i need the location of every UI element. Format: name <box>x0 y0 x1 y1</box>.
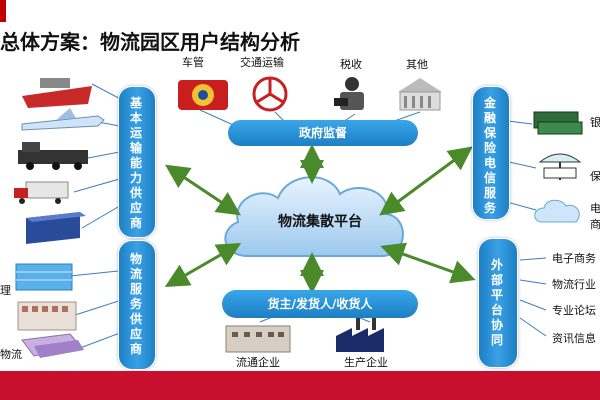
logistics-trucks-icon <box>21 333 84 358</box>
transport-supplier-pill <box>118 86 156 238</box>
logistics-supplier-label: 物流服务供应商 <box>129 252 142 356</box>
label-other: 其他 <box>406 58 428 71</box>
money-stack-icon <box>533 111 583 135</box>
external-platform-label: 外部平台协同 <box>490 258 503 347</box>
storage-building-icon <box>15 263 73 291</box>
logistics-supplier-pill <box>118 240 156 370</box>
warehouse-box-icon <box>26 212 86 244</box>
telecom-cloud-icon <box>534 199 580 223</box>
train-icon <box>18 142 88 170</box>
cargo-ship-icon <box>22 78 92 108</box>
right-partial-label-commerce: 商 <box>590 218 600 231</box>
transport-supplier-label: 基本运输能力供应商 <box>129 96 142 230</box>
right-list-item-ecommerce: 电子商务 <box>552 252 596 265</box>
arrow-right-top <box>379 146 473 216</box>
title-accent-bar <box>0 0 6 22</box>
tax-figure-icon <box>334 77 364 110</box>
car-admin-badge-icon <box>178 80 228 110</box>
right-list-item-info: 资讯信息 <box>552 332 596 345</box>
finance-service-label: 金融保险电信服务 <box>483 96 496 215</box>
label-distribution: 流通企业 <box>236 356 280 369</box>
right-list-item-forum: 专业论坛 <box>552 304 596 317</box>
airplane-icon <box>21 108 105 131</box>
page-title: 总体方案：物流园区用户结构分析 <box>0 30 300 54</box>
gov-supervision-pill: 政府监督 <box>228 120 418 146</box>
shipper-pill: 货主/发货人/收货人 <box>222 290 418 318</box>
external-platform-pill <box>478 238 518 368</box>
left-partial-label-1: 理 <box>0 284 11 297</box>
arrow-right-bottom <box>380 242 476 284</box>
arrow-left-top <box>165 164 241 216</box>
left-partial-label-2: 物流 <box>0 348 22 361</box>
footer-bar <box>0 371 600 400</box>
mercedes-logo-icon <box>252 76 288 112</box>
distribution-building-icon <box>225 325 291 353</box>
finance-service-pill <box>472 86 510 220</box>
office-building-icon <box>17 301 77 331</box>
right-partial-label-telecom: 电 <box>590 202 600 215</box>
factory-icon <box>336 318 384 352</box>
building-icon <box>398 78 442 111</box>
right-list-item-industry: 物流行业 <box>552 278 596 291</box>
label-tax: 税收 <box>340 58 362 71</box>
right-partial-label-insurance: 保 <box>590 170 600 183</box>
label-production: 生产企业 <box>344 356 388 369</box>
truck-icon <box>14 181 69 204</box>
label-transport: 交通运输 <box>240 56 284 69</box>
insurance-umbrella-icon <box>538 153 582 180</box>
arrow-left-bottom <box>164 243 242 287</box>
right-partial-label-bank: 银 <box>590 116 600 129</box>
label-car-admin: 车管 <box>182 56 204 69</box>
center-platform-label: 物流集散平台 <box>278 214 362 230</box>
